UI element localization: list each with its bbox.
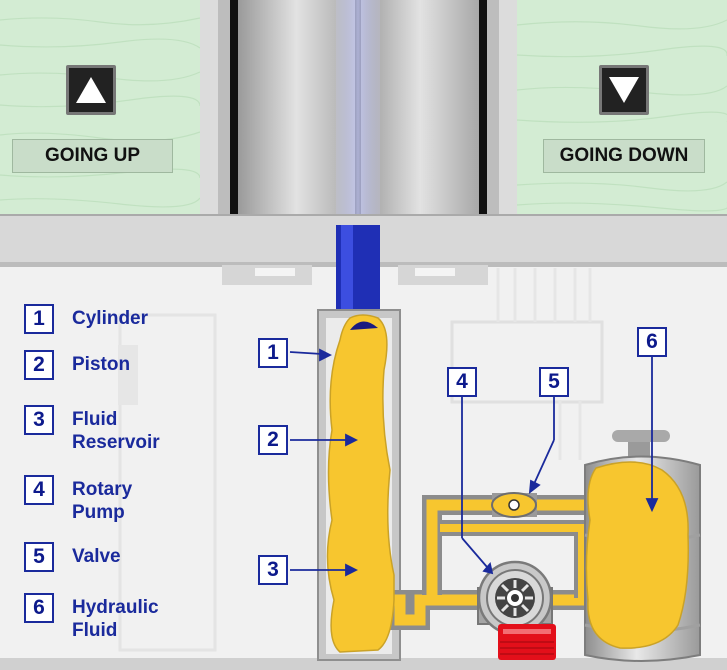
legend-label: Fluid: [72, 409, 118, 430]
valve: [491, 492, 537, 518]
tank-valve-handle: [612, 430, 670, 442]
legend-number: 4: [24, 475, 54, 505]
legend-label: Valve: [72, 546, 121, 567]
legend-number: 3: [24, 405, 54, 435]
pipes: [390, 495, 590, 630]
callout-piston: 2: [258, 425, 288, 455]
callout-fluid-reservoir: 3: [258, 555, 288, 585]
down-button[interactable]: [599, 65, 649, 115]
legend-label: Rotary: [72, 479, 133, 500]
callout-arrows: [289, 348, 659, 577]
legend-item-piston: 2 Piston: [24, 350, 130, 380]
legend-number: 1: [24, 304, 54, 334]
legend-item-rotary-pump: 4 Rotary Pump: [24, 475, 132, 524]
fluid-in-cylinder: [326, 314, 395, 653]
legend-label-line2: Reservoir: [72, 432, 160, 453]
legend-number: 6: [24, 593, 54, 623]
door-right: [361, 0, 479, 214]
callout-valve: 5: [539, 367, 569, 397]
legend-label-line2: Fluid: [72, 620, 118, 641]
going-up-label[interactable]: GOING UP: [12, 139, 173, 173]
legend-number: 5: [24, 542, 54, 572]
legend-label: Hydraulic: [72, 597, 159, 618]
callout-hydraulic-fluid: 6: [637, 327, 667, 357]
legend-item-fluid-reservoir: 3 Fluid Reservoir: [24, 405, 160, 454]
legend-number: 2: [24, 350, 54, 380]
up-button[interactable]: [66, 65, 116, 115]
fluid-in-reservoir: [585, 461, 690, 649]
callout-rotary-pump: 4: [447, 367, 477, 397]
going-down-label[interactable]: GOING DOWN: [543, 139, 705, 173]
up-arrow-icon: [76, 77, 106, 103]
legend-label: Cylinder: [72, 308, 149, 329]
legend-item-hydraulic-fluid: 6 Hydraulic Fluid: [24, 593, 159, 642]
legend-item-cylinder: 1 Cylinder: [24, 304, 148, 334]
legend-item-valve: 5 Valve: [24, 542, 121, 572]
legend-label-line2: Pump: [72, 502, 125, 523]
legend-label: Piston: [72, 354, 131, 375]
rotary-pump: [477, 560, 556, 660]
callout-cylinder: 1: [258, 338, 288, 368]
door-left: [238, 0, 355, 214]
down-arrow-icon: [609, 77, 639, 103]
